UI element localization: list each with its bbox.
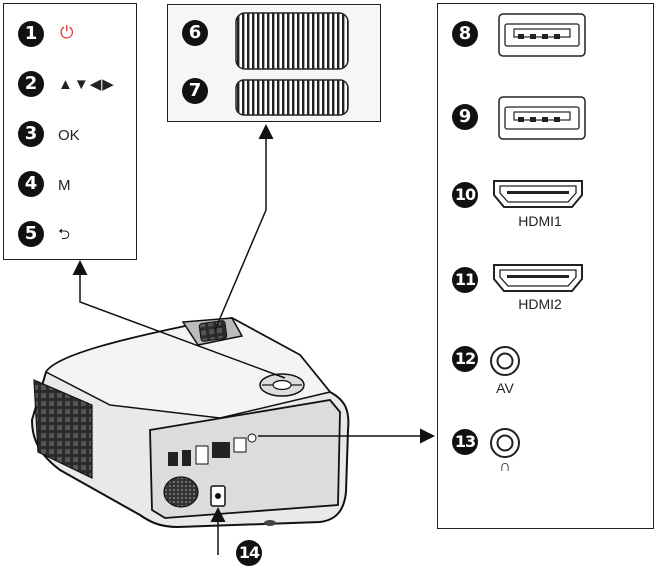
callout-5: 5 [18, 221, 44, 247]
focus-wheels-drawing [235, 12, 349, 116]
keystone-wheel[interactable] [235, 79, 349, 116]
callout-12: 12 [452, 346, 478, 372]
focus-wheel-on-body [198, 320, 228, 342]
focus-wheel[interactable] [235, 12, 349, 70]
callout-4: 4 [18, 171, 44, 197]
usb-port-2[interactable] [498, 96, 586, 140]
side-vents [33, 379, 93, 479]
ports-drawing [490, 13, 586, 458]
leader-controls [72, 260, 286, 379]
ok-label: OK [58, 127, 80, 144]
foot [264, 520, 276, 526]
rear-ports [168, 433, 257, 466]
control-keypad[interactable] [259, 373, 305, 397]
leader-focus [214, 124, 274, 331]
av-jack[interactable] [490, 346, 520, 376]
av-label: AV [496, 380, 514, 396]
callout-10: 10 [452, 182, 478, 208]
hdmi2-port[interactable] [493, 264, 583, 292]
callout-8: 8 [452, 21, 478, 47]
direction-arrows-icon: ▲▼◀▶ [58, 76, 115, 93]
callout-3: 3 [18, 121, 44, 147]
usb-port-1[interactable] [498, 13, 586, 57]
callout-1: 1 [18, 21, 44, 47]
menu-label: M [58, 177, 71, 194]
hdmi1-label: HDMI1 [518, 213, 562, 229]
back-icon: ⮌ [58, 226, 71, 243]
callout-2: 2 [18, 71, 44, 97]
projector-top [44, 317, 332, 419]
power-icon: ⏻ [60, 23, 74, 42]
ports-panel: 8 9 10 11 12 13 HDMI1 HDMI2 AV ∩ [437, 3, 654, 529]
callout-14: 14 [236, 540, 262, 566]
focus-wheels-panel: 6 7 [167, 4, 381, 122]
speaker-grille [163, 476, 199, 508]
hdmi1-port[interactable] [493, 180, 583, 208]
callout-9: 9 [452, 104, 478, 130]
headphone-label: ∩ [499, 458, 511, 475]
hdmi2-label: HDMI2 [518, 296, 562, 312]
callout-7: 7 [182, 78, 208, 104]
callout-13: 13 [452, 429, 478, 455]
headphone-jack[interactable] [490, 428, 520, 458]
control-buttons-panel: 1 ⏻ 2 ▲▼◀▶ 3 OK 4 M 5 ⮌ [3, 3, 137, 260]
callout-11: 11 [452, 267, 478, 293]
callout-6: 6 [182, 20, 208, 46]
